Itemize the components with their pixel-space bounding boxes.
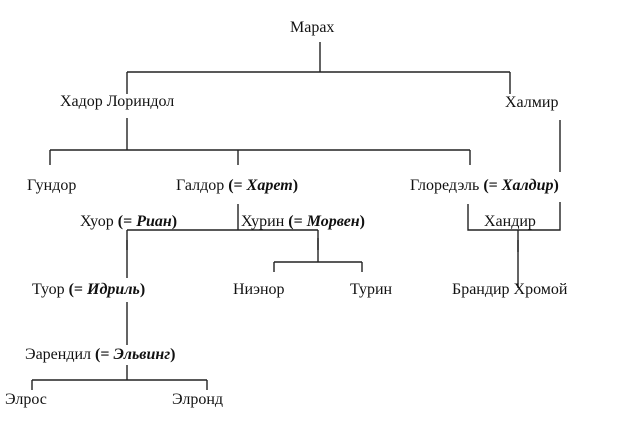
paren-close: ) [139,281,146,298]
person-brandir: Брандир Хромой [452,281,568,298]
connector-galdor [126,204,319,250]
paren-close: ) [359,213,365,230]
person-handir: Хандир [484,213,536,230]
connector-earendil [31,365,208,390]
name: Галдор [176,177,225,194]
name: Хурин [241,213,285,230]
paren-close: ) [553,177,559,194]
person-elros: Элрос [5,391,47,408]
paren-open: (= [288,213,307,230]
person-gundor: Гундор [27,177,77,194]
name: Глоредэль [410,177,480,194]
paren-open: (= [95,346,114,363]
person-galdor: Галдор (= Харет) [176,177,298,195]
spouse-name: Идриль [87,281,140,298]
spouse-name: Халдир [501,177,554,194]
spouse-name: Харет [246,177,293,194]
paren-close: ) [170,346,176,363]
paren-close: ) [292,177,299,194]
paren-open: (= [68,281,88,298]
person-nienor: Ниэнор [233,281,285,298]
person-huor: Хуор (= Риан) [80,213,177,231]
paren-close: ) [171,213,178,230]
person-halmir: Халмир [505,94,559,111]
name: Эарендил [25,346,92,363]
person-turin: Турин [350,281,393,298]
spouse-name: Морвен [306,213,360,230]
person-marach: Марах [290,19,335,36]
connector-marach [126,42,511,94]
name: Туор [32,281,65,298]
spouse-name: Риан [136,213,172,230]
paren-open: (= [117,213,137,230]
paren-open: (= [228,177,247,194]
person-hador: Хадор Лориндол [60,93,175,110]
connector-hador [49,118,471,165]
person-gloredel: Глоредэль (= Халдир) [410,177,559,195]
person-elrond: Элронд [172,391,224,408]
person-hurin: Хурин (= Морвен) [241,213,365,231]
person-earendil: Эарендил (= Эльвинг) [25,346,175,364]
name: Хуор [80,213,114,230]
person-tuor: Туор (= Идриль) [32,281,145,299]
spouse-name: Эльвинг [113,346,171,363]
connector-hurin [273,238,363,272]
paren-open: (= [483,177,502,194]
